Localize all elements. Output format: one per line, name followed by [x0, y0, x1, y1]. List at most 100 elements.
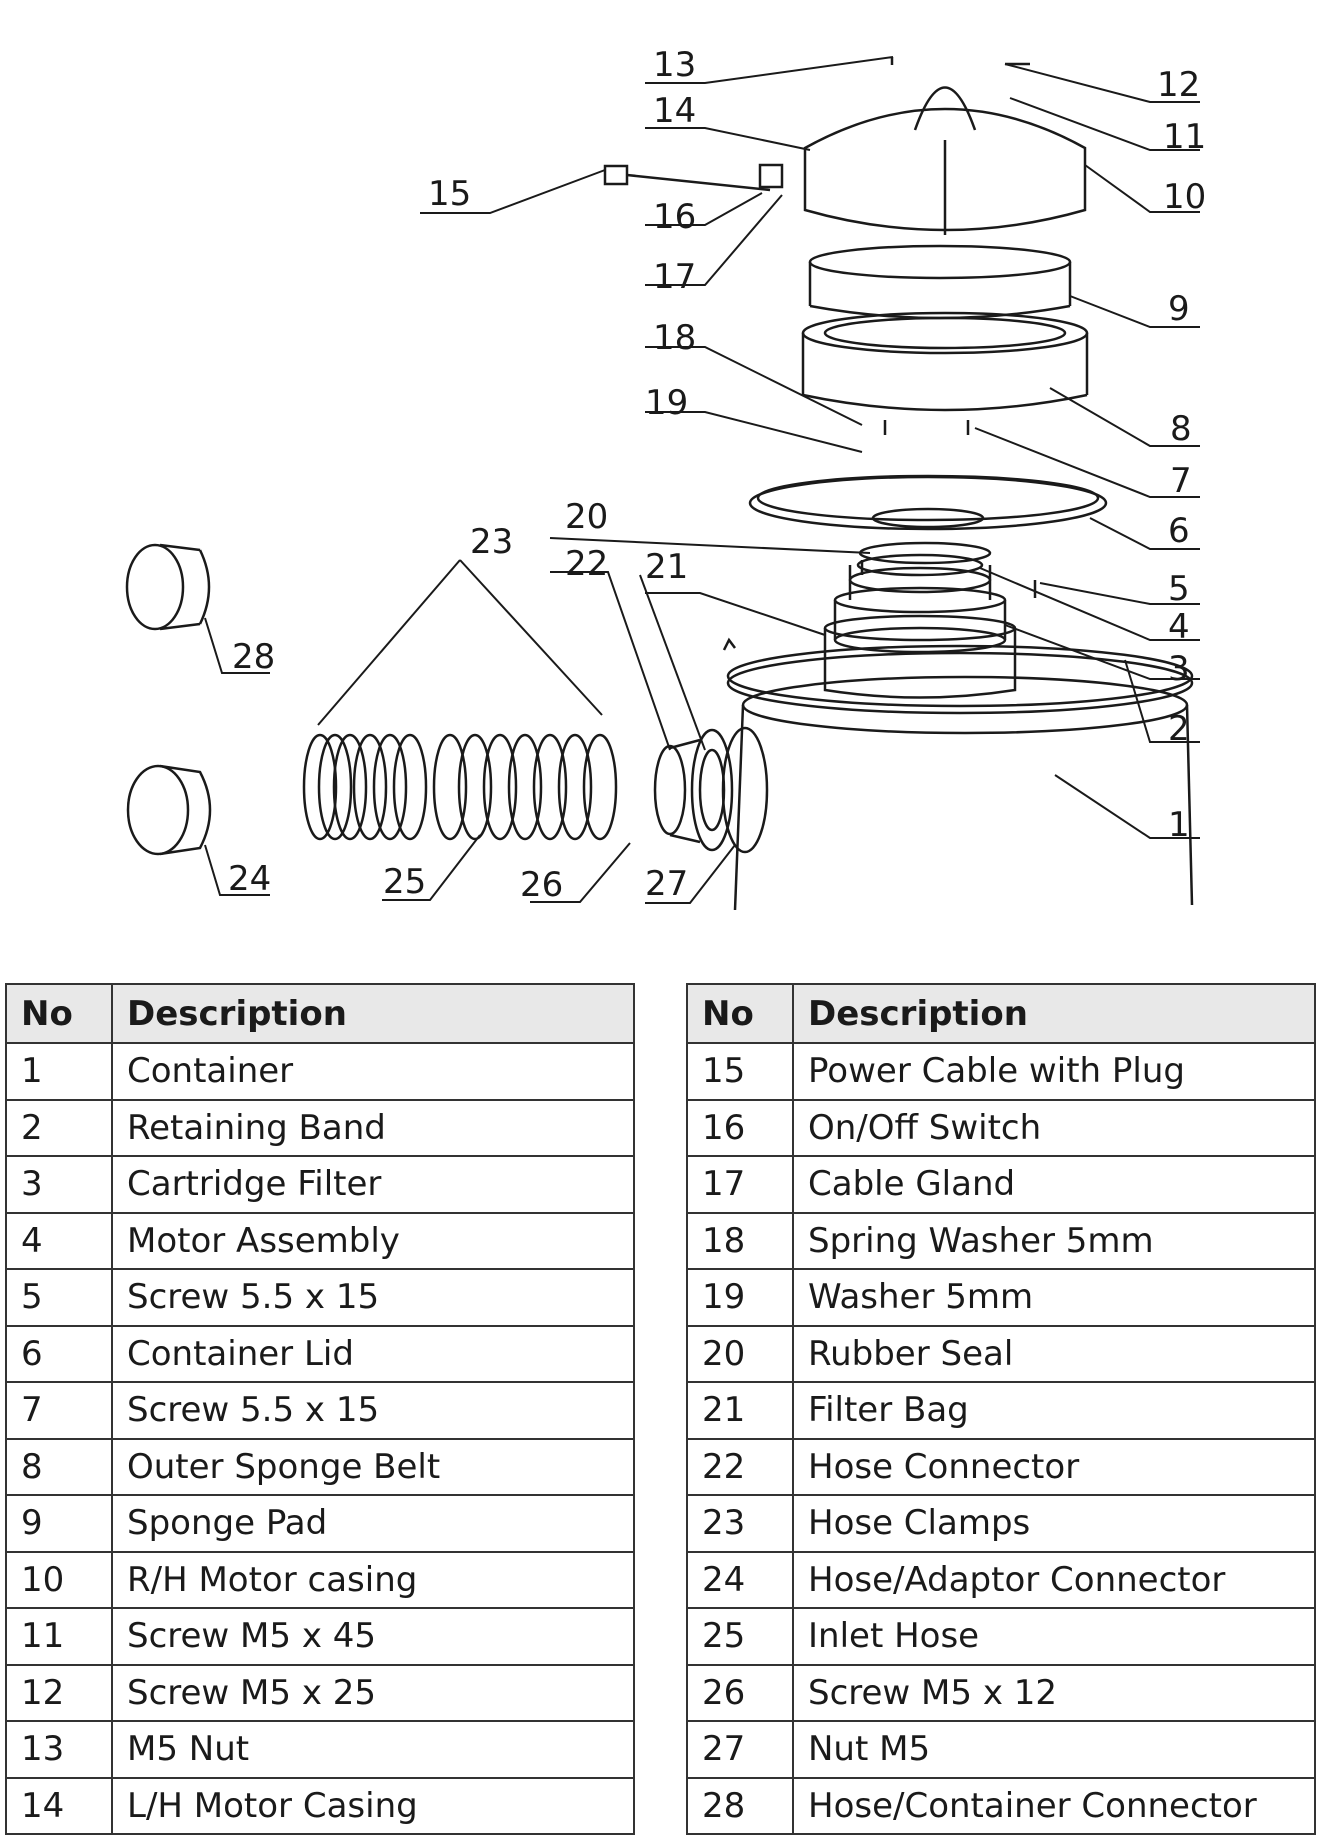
callout-3: 3: [1168, 649, 1190, 689]
part-number: 25: [686, 1607, 794, 1666]
part-number: 19: [686, 1268, 794, 1327]
part-description: Inlet Hose: [792, 1607, 1316, 1666]
part-description: Power Cable with Plug: [792, 1042, 1316, 1101]
part-inlet-hose: [302, 733, 618, 841]
part-number: 6: [5, 1324, 113, 1383]
part-number: 12: [5, 1663, 113, 1722]
callout-1: 1: [1168, 805, 1190, 845]
part-hose-container-connector: [125, 543, 211, 631]
part-description: Screw 5.5 x 15: [111, 1381, 635, 1440]
part-description: Hose/Adaptor Connector: [792, 1550, 1316, 1609]
part-description: R/H Motor casing: [111, 1550, 635, 1609]
callout-13: 13: [653, 45, 696, 85]
callout-19: 19: [645, 383, 688, 423]
part-description: Nut M5: [792, 1720, 1316, 1779]
part-description: Washer 5mm: [792, 1268, 1316, 1327]
part-sponge-pad: [808, 244, 1072, 320]
part-number: 18: [686, 1211, 794, 1270]
column-header-description: Description: [792, 983, 1316, 1044]
part-description: Cartridge Filter: [111, 1155, 635, 1214]
part-hose-connector: [653, 726, 769, 854]
part-number: 7: [5, 1381, 113, 1440]
callout-4: 4: [1168, 607, 1190, 647]
part-cartridge-filter: [833, 586, 1007, 654]
part-description: Sponge Pad: [111, 1494, 635, 1553]
callout-16: 16: [653, 197, 696, 237]
callout-27: 27: [645, 864, 688, 904]
part-number: 22: [686, 1437, 794, 1496]
part-description: Hose Clamps: [792, 1494, 1316, 1553]
callout-2: 2: [1168, 709, 1190, 749]
part-outer-sponge-belt: [801, 311, 1089, 412]
part-description: Screw 5.5 x 15: [111, 1268, 635, 1327]
part-number: 11: [5, 1607, 113, 1666]
part-number: 16: [686, 1098, 794, 1157]
part-number: 5: [5, 1268, 113, 1327]
callout-12: 12: [1157, 65, 1200, 105]
callout-8: 8: [1170, 409, 1192, 449]
column-header-no: No: [5, 983, 113, 1044]
callout-22: 22: [565, 544, 608, 584]
callout-10: 10: [1163, 177, 1206, 217]
callout-9: 9: [1168, 289, 1190, 329]
callout-18: 18: [653, 318, 696, 358]
part-description: Spring Washer 5mm: [792, 1211, 1316, 1270]
part-motor-assembly: [848, 553, 992, 600]
table-header-row: No Description: [5, 983, 635, 1044]
callout-23: 23: [470, 522, 513, 562]
callout-7: 7: [1170, 461, 1192, 501]
column-header-no: No: [686, 983, 794, 1044]
exploded-view-diagram: 13 14 15 16 17 18 19 20 22 21 23 12 11 1…: [125, 45, 1206, 911]
part-number: 20: [686, 1324, 794, 1383]
callout-15: 15: [428, 174, 471, 214]
part-number: 15: [686, 1042, 794, 1101]
callout-24: 24: [228, 859, 271, 899]
callout-25: 25: [383, 862, 426, 902]
part-rubber-seal: [858, 541, 992, 565]
part-description: Outer Sponge Belt: [111, 1437, 635, 1496]
column-header-description: Description: [111, 983, 635, 1044]
part-number: 26: [686, 1663, 794, 1722]
table-header-row: No Description: [686, 983, 1316, 1044]
callout-5: 5: [1168, 569, 1190, 609]
callout-26: 26: [520, 865, 563, 905]
part-number: 8: [5, 1437, 113, 1496]
part-power-cable: [603, 163, 784, 192]
callout-14: 14: [653, 91, 696, 131]
part-description: Cable Gland: [792, 1155, 1316, 1214]
part-number: 23: [686, 1494, 794, 1553]
part-description: Screw M5 x 12: [792, 1663, 1316, 1722]
part-description: Screw M5 x 45: [111, 1607, 635, 1666]
part-description: Retaining Band: [111, 1098, 635, 1157]
part-description: Hose/Container Connector: [792, 1776, 1316, 1835]
part-description: Rubber Seal: [792, 1324, 1316, 1383]
part-retaining-band: [722, 637, 1194, 715]
part-container: [733, 675, 1194, 911]
part-description: On/Off Switch: [792, 1098, 1316, 1157]
callout-11: 11: [1163, 117, 1206, 157]
part-number: 21: [686, 1381, 794, 1440]
part-motor-casing: [803, 86, 1087, 235]
